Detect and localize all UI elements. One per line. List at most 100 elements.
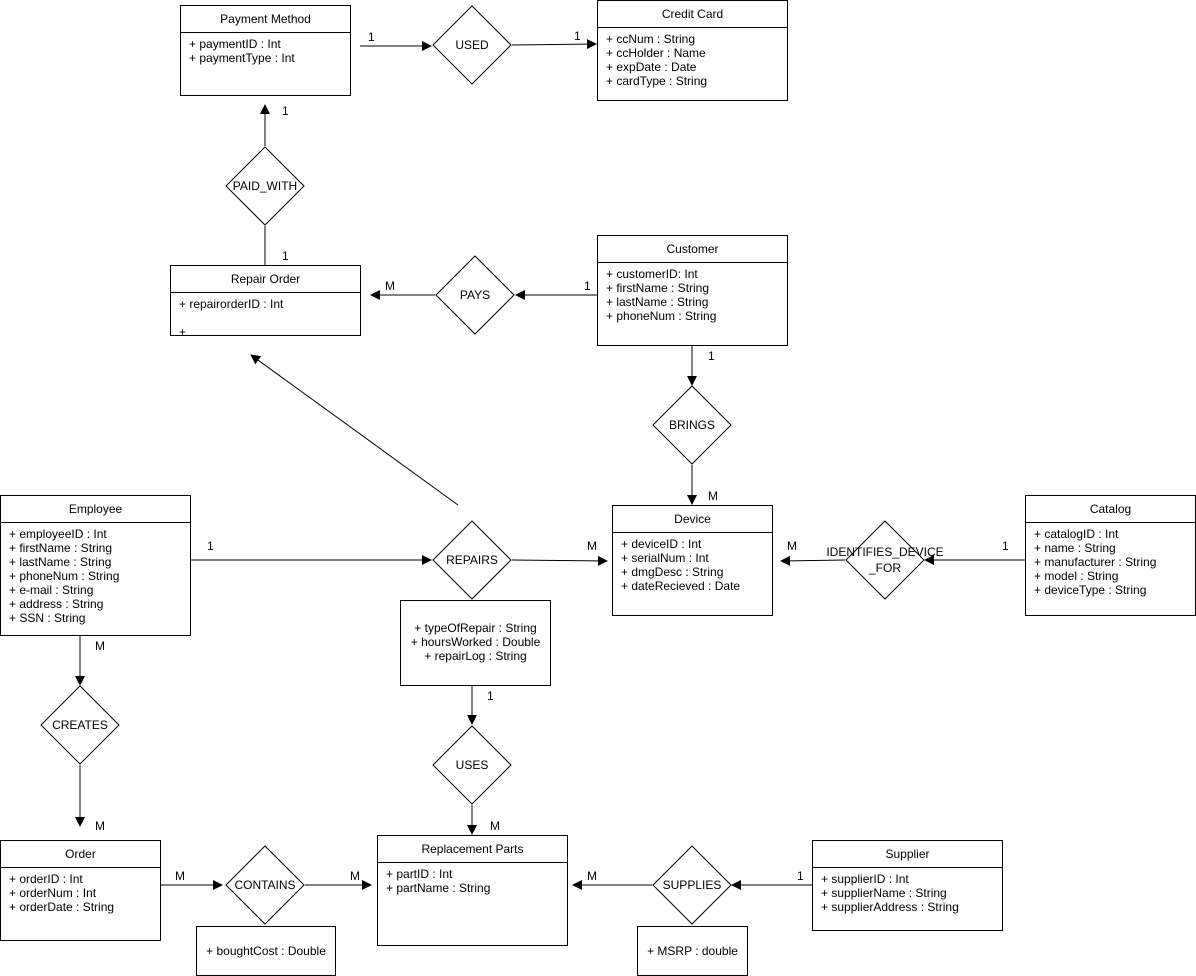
entity-title: Catalog [1026,496,1195,523]
attribute: + typeOfRepair : String [414,621,537,635]
entity-customer[interactable]: Customer + customerID: Int + firstName :… [597,235,788,346]
attribute: + orderDate : String [9,900,115,914]
relationship-brings[interactable]: BRINGS [652,385,732,465]
cardinality-label: 1 [487,689,494,703]
attribute-list: + catalogID : Int + name : String + manu… [1026,523,1195,597]
entity-employee[interactable]: Employee + employeeID : Int + firstName … [0,495,191,636]
entity-payment-method[interactable]: Payment Method + paymentID : Int + payme… [180,5,351,96]
attribute-box-repairs[interactable]: + typeOfRepair : String + hoursWorked : … [400,600,551,686]
attribute: + orderNum : Int [9,886,97,900]
cardinality-label: M [95,639,105,653]
relationship-label: USES [455,758,489,772]
relationship-label: REPAIRS [446,553,498,567]
diamond-shape [40,685,120,765]
relationship-uses[interactable]: USES [432,725,512,805]
attribute: + employeeID : Int [9,527,107,541]
attribute: + supplierAddress : String [821,900,959,914]
attribute-list: + employeeID : Int + firstName : String … [1,523,190,625]
attribute: + repairLog : String [424,649,527,663]
cardinality-label: 1 [368,30,375,44]
attribute: + supplierName : String [821,886,947,900]
attribute: + phoneNum : String [606,309,717,323]
attribute: + dmgDesc : String [621,565,724,579]
attribute-list: + partID : Int + partName : String [378,863,567,895]
entity-credit-card[interactable]: Credit Card + ccNum : String + ccHolder … [597,0,788,101]
entity-title: Order [1,841,160,868]
edge-used-cc [511,39,597,50]
edge-repairs-ro [250,354,459,506]
relationship-repairs[interactable]: REPAIRS [432,520,512,600]
attribute-list: + ccNum : String + ccHolder : Name + exp… [598,28,787,88]
relationship-label: CONTAINS [234,878,296,892]
cardinality-label: M [587,869,597,883]
attribute: + name : String [1034,541,1116,555]
entity-title: Payment Method [181,6,350,33]
entity-order[interactable]: Order + orderID : Int + orderNum : Int +… [0,840,161,941]
cardinality-label: M [385,279,395,293]
attribute: + manufacturer : String [1034,555,1157,569]
relationship-identifies-device-for[interactable]: IDENTIFIES_DEVICE _FOR [826,520,944,600]
entity-device[interactable]: Device + deviceID : Int + serialNum : In… [612,505,773,616]
attribute-box-contains[interactable]: + boughtCost : Double [196,926,336,976]
attribute: + catalogID : Int [1034,527,1119,541]
entity-repair-order[interactable]: Repair Order + repairorderID : Int + [170,265,361,339]
attribute-list: + customerID: Int + firstName : String +… [598,263,787,323]
attribute-box-supplies[interactable]: + MSRP : double [637,926,748,976]
attribute: + ccNum : String [606,32,696,46]
cardinality-label: M [490,819,500,833]
attribute: + serialNum : Int [621,551,709,565]
diamond-shape [225,146,305,226]
entity-title: Credit Card [598,1,787,28]
attribute: + phoneNum : String [9,569,120,583]
attribute [179,311,360,325]
relationship-label: PAID_WITH [232,179,298,193]
entity-title: Device [613,506,772,533]
entity-title: Employee [1,496,190,523]
edge-ident-dev [780,555,846,566]
entity-title: Supplier [813,841,1002,868]
relationship-used[interactable]: USED [432,5,512,85]
cardinality-label: M [708,489,718,503]
diamond-shape [432,520,512,600]
diamond-shape [652,845,732,925]
relationship-label: PAYS [459,288,491,302]
cardinality-label: M [350,869,360,883]
cardinality-label: 1 [207,539,214,553]
entity-supplier[interactable]: Supplier + supplierID : Int + supplierNa… [812,840,1003,931]
attribute-list: + deviceID : Int + serialNum : Int + dmg… [613,533,772,593]
cardinality-label: 1 [282,249,289,263]
relationship-contains[interactable]: CONTAINS [225,845,305,925]
relationship-creates[interactable]: CREATES [40,685,120,765]
cardinality-label: M [175,869,185,883]
attribute: + ccHolder : Name [606,46,706,60]
diamond-shape [845,520,925,600]
attribute-list: + paymentID : Int + paymentType : Int [181,33,350,65]
diamond-shape [435,255,515,335]
diamond-shape [432,5,512,85]
attribute: + customerID: Int [606,267,698,281]
cardinality-label: M [95,819,105,833]
relationship-paid-with[interactable]: PAID_WITH [225,146,305,226]
attribute: + partID : Int [386,867,453,881]
relationship-supplies[interactable]: SUPPLIES [652,845,732,925]
entity-replacement-parts[interactable]: Replacement Parts + partID : Int + partN… [377,835,568,946]
attribute: + lastName : String [606,295,709,309]
diamond-shape [652,385,732,465]
relationship-label: IDENTIFIES_DEVICE _FOR [826,545,944,575]
attribute: + firstName : String [9,541,113,555]
attribute: + SSN : String [9,611,86,625]
attribute: + deviceID : Int [621,537,702,551]
relationship-label: USED [455,38,489,52]
relationship-pays[interactable]: PAYS [435,255,515,335]
cardinality-label: 1 [1002,539,1009,553]
relationship-label: SUPPLIES [662,878,722,892]
attribute: + e-mail : String [9,583,94,597]
entity-catalog[interactable]: Catalog + catalogID : Int + name : Strin… [1025,495,1196,616]
attribute: + repairorderID : Int [179,297,284,311]
attribute: + [179,325,187,339]
cardinality-label: M [787,539,797,553]
edge-repairs-dev [511,555,608,566]
attribute: + expDate : Date [606,60,697,74]
diamond-shape [225,845,305,925]
